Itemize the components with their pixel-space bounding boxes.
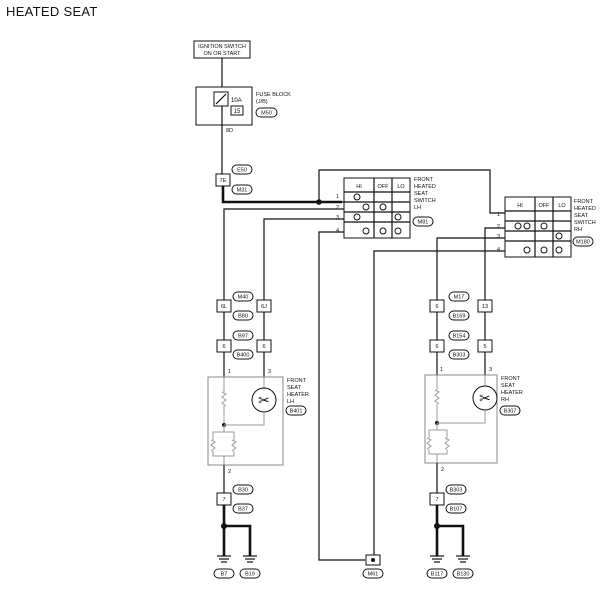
heater-rh-name-2: SEAT	[501, 383, 516, 389]
fuse-block-jb: (J/B)	[256, 99, 268, 105]
switch-rh-header-off: OFF	[539, 203, 551, 209]
switch-rh-header-lo: LO	[558, 203, 566, 209]
diagram-title: HEATED SEAT	[6, 4, 98, 19]
lower-left-conn-bot: B37	[238, 507, 248, 513]
switch-lh-pin-2: 2	[336, 205, 339, 211]
fuse-block-label: FUSE BLOCK	[256, 92, 291, 98]
left-row1-pin-a: 6L	[221, 304, 227, 310]
heater-lh-name-3: HEATER	[287, 392, 309, 398]
switch-lh-name-1: FRONT	[414, 177, 434, 183]
switch-rh-name-2: HEATED	[574, 206, 596, 212]
heater-lh-name-2: SEAT	[287, 385, 302, 391]
heater-lh-connector: B401	[290, 409, 303, 415]
switch-rh-name-4: SWITCH	[574, 220, 596, 226]
right-row2-pin-a: 6	[435, 344, 438, 350]
fuse-amp: 10A	[231, 98, 242, 104]
fuse-number: 15	[234, 109, 241, 115]
left-row1-pin-b: 6J	[261, 304, 267, 310]
left-row2-conn-bot: B400	[237, 353, 250, 359]
thermostat-lh-icon: ✂	[258, 392, 270, 408]
switch-rh-pin-3: 3	[497, 234, 500, 240]
upper-connector-pin: 7E	[220, 178, 227, 184]
switch-lh-name-3: SEAT	[414, 191, 429, 197]
ignition-switch-label: IGNITION SWITCH	[198, 44, 246, 50]
heater-rh-pin-a: 1	[440, 367, 443, 373]
right-row2-conn-bot: B303	[453, 353, 466, 359]
thermostat-rh-icon: ✂	[479, 390, 491, 406]
switch-lh: HI OFF LO 1 2 3 4 FRONT HEATED SEAT SWIT…	[336, 177, 436, 239]
lower-left-conn-top: B30	[238, 488, 248, 494]
heater-rh-name-1: FRONT	[501, 376, 521, 382]
fuse-block: 10A 15 FUSE BLOCK (J/B) M50	[195, 86, 291, 126]
fuse-output-pin: 8D	[226, 128, 233, 134]
right-row1-conn-top: M17	[454, 295, 465, 301]
heater-rh-pin-b: 3	[489, 367, 492, 373]
left-row2-pin-a: 6	[222, 344, 225, 350]
switch-rh-pin-4: 4	[497, 247, 500, 253]
switch-rh-pin-2: 2	[497, 224, 500, 230]
ground-b117: B117	[426, 555, 448, 579]
heater-rh: 1 3 ✂ FRONT SEAT HEATER RH B307 2	[424, 367, 523, 473]
switch-lh-header-lo: LO	[397, 184, 405, 190]
left-row2-conn-top: B97	[238, 334, 248, 340]
lower-right-pin: 7	[435, 497, 438, 503]
right-row1-pin-a: 6	[435, 304, 438, 310]
right-row1-conn-bot: B169	[453, 314, 466, 320]
switch-lh-name-2: HEATED	[414, 184, 436, 190]
switch-lh-connector: M81	[418, 220, 429, 226]
heater-lh-name-1: FRONT	[287, 378, 307, 384]
switch-rh-name-1: FRONT	[574, 199, 594, 205]
ignition-switch-state: ON OR START	[203, 51, 241, 57]
switch-rh-connector: M180	[576, 240, 590, 246]
lower-left-pin: 7	[222, 497, 225, 503]
ground-b117-label: B117	[431, 572, 443, 578]
switch-lh-name-5: LH	[414, 205, 421, 211]
ground-b130-label: B130	[457, 572, 470, 578]
heater-lh-pin-out: 2	[228, 469, 231, 475]
switch-lh-name-4: SWITCH	[414, 198, 436, 204]
right-harness-row2: 6 5 B154 B303	[429, 330, 493, 360]
switch-lh-pin-4: 4	[336, 228, 339, 234]
ground-b130: B130	[452, 555, 474, 579]
ground-m61: M61	[362, 554, 384, 579]
switch-lh-pin-1: 1	[336, 194, 339, 200]
fuse-connector-label: M50	[261, 111, 272, 117]
right-row2-pin-b: 5	[483, 344, 486, 350]
heater-lh-pin-a: 1	[228, 369, 231, 375]
lower-right-conn-bot: B107	[450, 507, 463, 513]
heater-rh-name-3: HEATER	[501, 390, 523, 396]
left-row1-conn-bot: B80	[238, 314, 248, 320]
upper-connector-bottom: M31	[237, 188, 248, 194]
heater-rh-pin-out: 2	[441, 467, 444, 473]
heater-rh-name-4: RH	[501, 397, 509, 403]
switch-lh-pin-3: 3	[336, 215, 339, 221]
left-harness-row2: 6 6 B97 B400	[216, 330, 272, 360]
ground-b19-label: B19	[245, 572, 255, 578]
switch-rh-pin-1: 1	[497, 212, 500, 218]
ignition-switch: IGNITION SWITCH ON OR START	[193, 40, 251, 59]
ground-b7: B7	[213, 555, 235, 579]
right-harness-row1: 6 13 M17 B169	[429, 291, 493, 321]
heater-lh: 1 3 ✂ FRONT SEAT HEATER LH B401 2	[207, 369, 309, 475]
left-row2-pin-b: 6	[262, 344, 265, 350]
upper-connector-top: E50	[237, 168, 247, 174]
lower-right-conn-top: B303	[450, 488, 463, 494]
ground-m61-label: M61	[368, 572, 379, 578]
right-row1-pin-b: 13	[482, 304, 488, 310]
switch-lh-header-off: OFF	[378, 184, 390, 190]
heater-lh-name-4: LH	[287, 399, 294, 405]
left-harness-row1: 6L 6J M40 B80	[216, 291, 272, 321]
ground-b19: B19	[239, 555, 261, 579]
heater-lh-pin-b: 3	[268, 369, 271, 375]
ground-b7-label: B7	[221, 572, 228, 578]
switch-lh-header-hi: HI	[356, 184, 362, 190]
right-row2-conn-top: B154	[453, 334, 466, 340]
switch-rh-name-5: RH	[574, 227, 582, 233]
heater-rh-connector: B307	[504, 409, 517, 415]
switch-rh-header-hi: HI	[517, 203, 523, 209]
switch-rh-name-3: SEAT	[574, 213, 589, 219]
left-row1-conn-top: M40	[238, 295, 249, 301]
switch-rh: HI OFF LO 1 2 3 4 FRONT HEATED SEAT SWIT…	[497, 196, 596, 258]
